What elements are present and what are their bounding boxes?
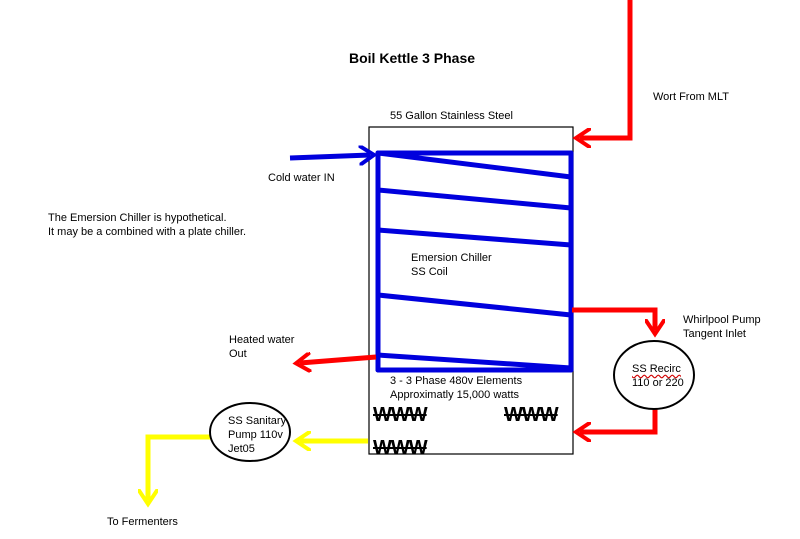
chiller-note: The Emersion Chiller is hypothetical. It… [48,211,246,239]
sanitary-pump-label-line-3: Jet05 [228,443,255,455]
elements-label: 3 - 3 Phase 480v Elements Approximatly 1… [390,374,522,402]
chiller-note-line-1: The Emersion Chiller is hypothetical. [48,212,227,224]
sanitary-pump [209,402,291,462]
recirc-pump [613,340,695,410]
heated-water-label: Heated water Out [229,333,294,361]
kettle-label: 55 Gallon Stainless Steel [390,110,513,122]
chiller-label: Emersion Chiller SS Coil [411,251,492,279]
whirlpool-label-line-2: Tangent Inlet [683,328,746,340]
sanitary-pump-label-line-2: Pump 110v [228,429,283,441]
heated-water-outlet-arrow [300,357,377,363]
fermenters-label: To Fermenters [107,516,178,528]
whirlpool-label-line-1: Whirlpool Pump [683,314,761,326]
sanitary-pump-label: SS Sanitary Pump 110v Jet05 [228,414,286,456]
chiller-label-line-2: SS Coil [411,266,448,278]
transfer-to-fermenters-arrow [148,434,211,500]
elements-label-line-2: Approximatly 15,000 watts [390,389,520,401]
sanitary-pump-label-line-1: SS Sanitary [228,415,287,427]
recirc-label: SS Recirc 110 or 220 [632,362,684,390]
cold-water-label: Cold water IN [268,172,335,184]
whirlpool-outlet-line [572,307,655,330]
whirlpool-return-line [580,409,658,432]
elements-label-line-1: 3 - 3 Phase 480v Elements [390,375,523,387]
heated-water-label-line-1: Heated water [229,334,295,346]
chiller-coil [375,150,574,373]
heating-element-3: WWW [504,404,559,426]
whirlpool-label: Whirlpool Pump Tangent Inlet [683,313,761,341]
heating-element-2: WWW [373,437,428,459]
wort-label: Wort From MLT [653,91,729,103]
chiller-label-line-1: Emersion Chiller [411,252,492,264]
wort-inlet-arrow [580,0,633,138]
recirc-label-line-1: SS Recirc [632,363,681,375]
heated-water-label-line-2: Out [229,348,247,360]
heating-element-1: WWW [373,404,428,426]
chiller-note-line-2: It may be a combined with a plate chille… [48,226,247,238]
cold-water-inlet-arrow [289,155,370,158]
diagram-title: Boil Kettle 3 Phase [349,50,476,66]
recirc-label-line-2: 110 or 220 [632,377,684,389]
